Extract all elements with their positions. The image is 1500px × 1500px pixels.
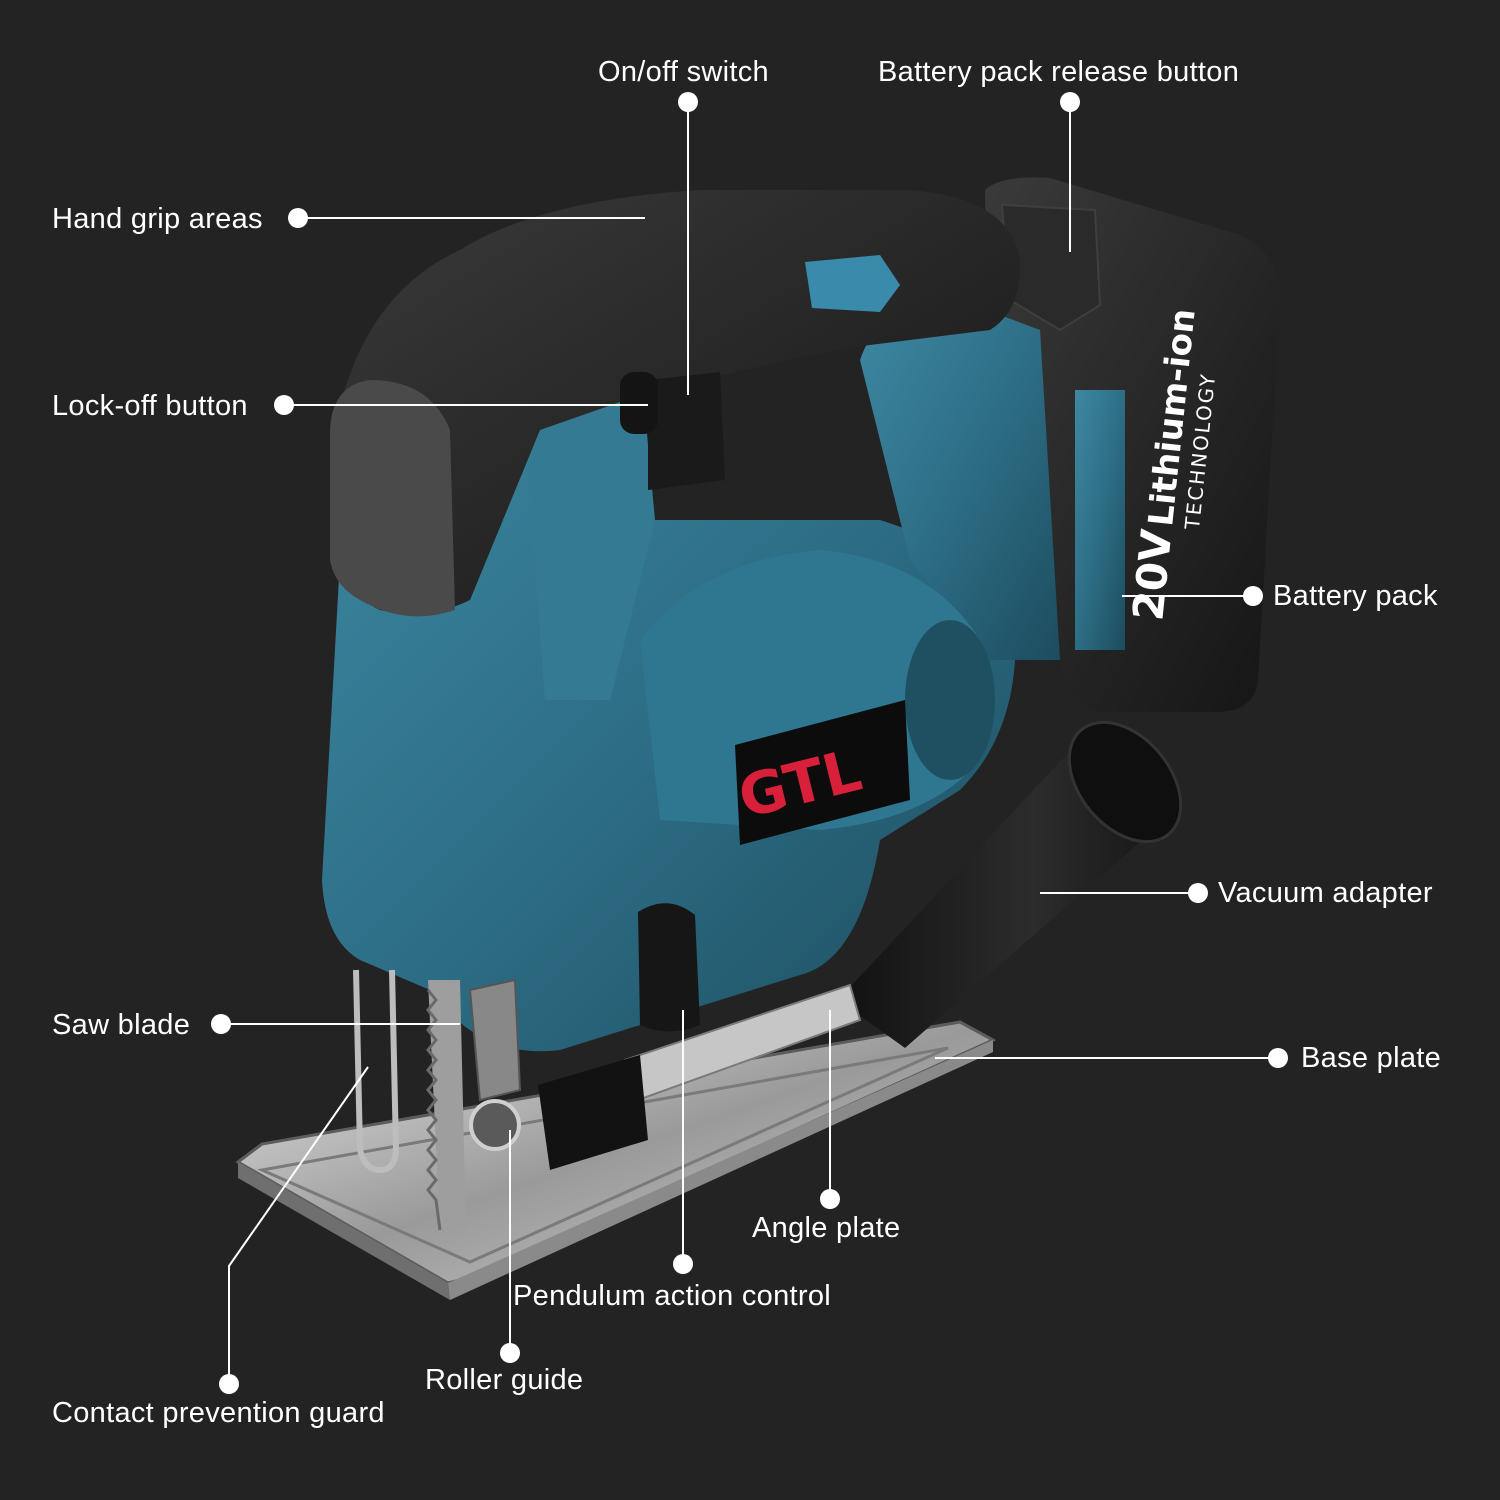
callout-contact-prevention-guard: Contact prevention guard: [52, 1397, 385, 1429]
callout-vacuum-adapter: Vacuum adapter: [1218, 877, 1433, 909]
callout-angle-plate: Angle plate: [752, 1212, 901, 1244]
logo-plate: GTL: [732, 700, 910, 845]
handle-shape: [330, 190, 1021, 617]
battery-voltage: 20V: [1123, 527, 1181, 623]
callout-battery-pack: Battery pack: [1273, 580, 1438, 612]
callout-battery-release-button: Battery pack release button: [878, 56, 1240, 88]
callout-lock-off-button: Lock-off button: [52, 390, 248, 422]
blade-assembly-shape: [353, 969, 522, 1231]
callout-saw-blade: Saw blade: [52, 1009, 191, 1041]
base-plate-shape: [235, 1020, 997, 1300]
vacuum-adapter-shape: [838, 720, 1183, 1048]
leader-lines: [221, 102, 1278, 1384]
battery-pack-shape: [985, 177, 1281, 712]
leader-dots: [211, 92, 1288, 1394]
callout-base-plate: Base plate: [1301, 1042, 1442, 1074]
callout-pendulum-action-control: Pendulum action control: [513, 1280, 832, 1312]
pendulum-knob-shape: [638, 903, 700, 1032]
callout-hand-grip-areas: Hand grip areas: [52, 203, 263, 235]
callout-on-off-switch: On/off switch: [598, 56, 769, 88]
callout-roller-guide: Roller guide: [425, 1364, 584, 1396]
on-off-switch-shape: [620, 372, 658, 434]
